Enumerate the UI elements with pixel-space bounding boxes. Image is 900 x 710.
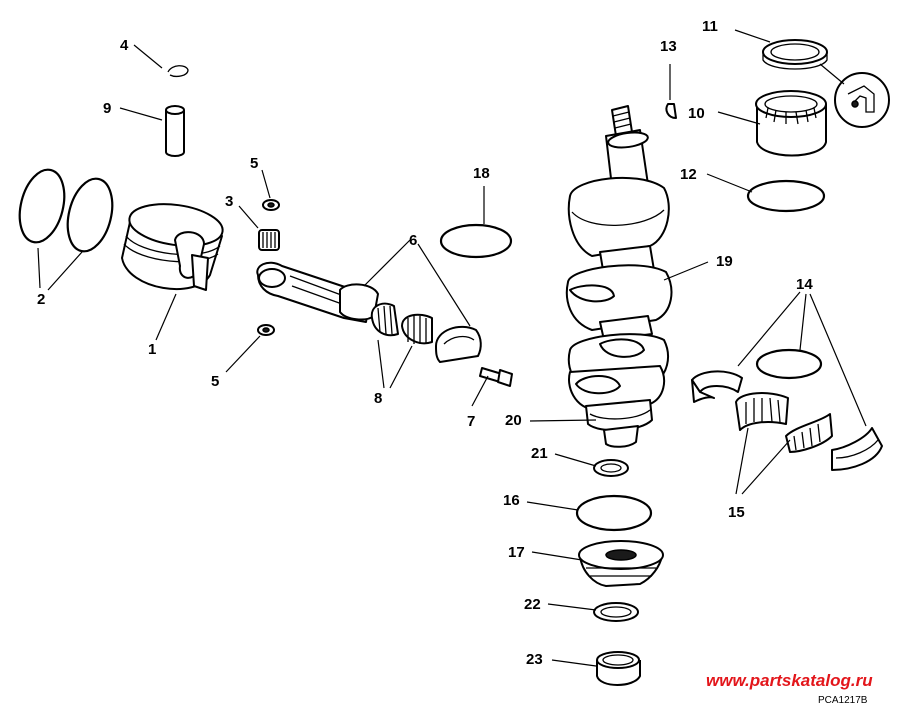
connecting-rod <box>256 261 379 323</box>
part-13-woodruff-key <box>665 103 677 119</box>
part-21-seal <box>593 459 629 477</box>
callout-22: 22 <box>524 596 541 613</box>
callout-16: 16 <box>503 492 520 509</box>
part-5-washer-lower <box>257 324 275 336</box>
watermark-url: www.partskatalog.ru <box>706 671 873 690</box>
callout-23: 23 <box>526 651 543 668</box>
callout-11: 11 <box>702 18 718 35</box>
part-2-piston-rings <box>18 168 114 253</box>
part-12-retaining-ring <box>746 179 826 213</box>
part-19-crankshaft <box>565 105 673 448</box>
figure-code: PCA1217B <box>818 695 868 706</box>
callout-5-lower: 5 <box>211 373 219 390</box>
callout-15: 15 <box>728 504 745 521</box>
part-18-o-ring <box>439 223 513 259</box>
part-8-bearing-cage-right <box>401 313 433 345</box>
callout-8: 8 <box>374 390 382 407</box>
callout-2: 2 <box>37 291 45 308</box>
callout-7: 7 <box>467 413 475 430</box>
callout-labels: 1 2 3 4 5 5 6 7 8 9 10 11 12 13 14 15 16… <box>37 18 813 668</box>
callout-14: 14 <box>796 276 813 293</box>
callout-12: 12 <box>680 166 697 183</box>
detail-circle-seal-section <box>834 72 890 128</box>
part-22-oil-seal <box>593 602 639 622</box>
callout-20: 20 <box>505 412 522 429</box>
callout-9: 9 <box>103 100 111 117</box>
part-3-needle-bearing <box>258 229 280 251</box>
part-14-bearing-half-left <box>691 370 743 403</box>
callout-21: 21 <box>531 445 548 462</box>
callout-3: 3 <box>225 193 233 210</box>
callout-4: 4 <box>120 37 129 54</box>
part-23-bushing <box>596 651 641 686</box>
connecting-rod-cap <box>435 325 482 363</box>
part-5-washer-upper <box>262 199 280 211</box>
part-15-bearing-cage-lower <box>785 413 833 453</box>
callout-18: 18 <box>473 165 490 182</box>
part-17-bearing-housing <box>578 540 664 587</box>
part-15-bearing-cage-upper <box>735 392 789 431</box>
part-14-ring <box>755 348 823 380</box>
leader-lines <box>37 29 867 667</box>
part-16-o-ring <box>575 494 653 532</box>
callout-10: 10 <box>688 105 705 122</box>
part-14-bearing-half-right <box>831 427 883 471</box>
callout-19: 19 <box>716 253 733 270</box>
part-4-clip <box>167 65 189 77</box>
part-9-piston-pin <box>165 105 185 157</box>
part-11-seal-ring <box>762 39 828 70</box>
part-10-roller-bearing <box>755 90 827 157</box>
callout-13: 13 <box>660 38 677 55</box>
callout-17: 17 <box>508 544 525 561</box>
callout-1: 1 <box>148 341 156 358</box>
callout-5-upper: 5 <box>250 155 258 172</box>
callout-6: 6 <box>409 232 417 249</box>
part-8-bearing-cage-left <box>370 302 399 337</box>
part-7-rod-bolt <box>479 367 513 387</box>
part-1-piston <box>121 203 224 291</box>
